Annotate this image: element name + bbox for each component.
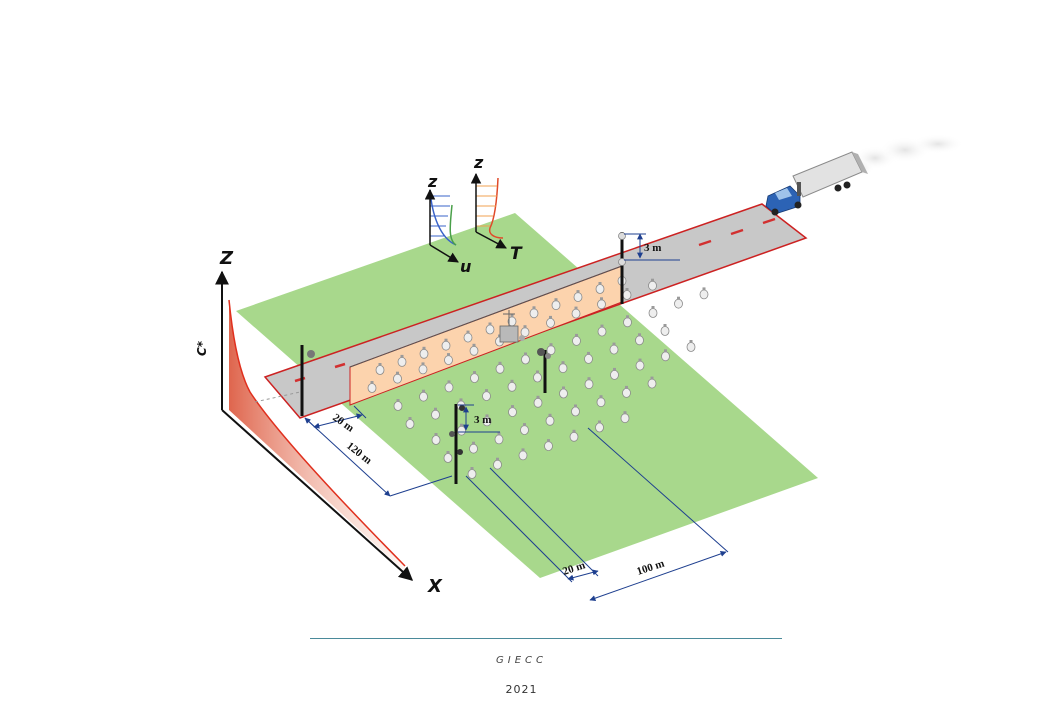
footer-divider (310, 638, 782, 639)
road-tower-height-label: 3 m (644, 242, 661, 254)
wind-u-label: u (460, 257, 471, 276)
wind-z-label: z (427, 172, 438, 191)
passive-sampler (649, 306, 657, 318)
passive-sampler (700, 287, 708, 299)
near-offset-label: 20 m (330, 412, 356, 435)
footer-organization: GIECC (0, 655, 1043, 666)
x-axis-label: X (427, 576, 443, 597)
passive-sampler (687, 340, 695, 352)
barrier-length-label: 120 m (344, 440, 374, 467)
z-axis-label: Z (219, 248, 234, 269)
temp-z-label: z (473, 153, 484, 172)
passive-sampler (675, 297, 683, 309)
temp-t-label: T (510, 244, 523, 264)
c-star-label: C* (195, 340, 209, 356)
field-tower-height-label: 3 m (474, 414, 491, 426)
truck (766, 152, 868, 216)
footer-year: 2021 (0, 683, 1043, 696)
passive-sampler (661, 324, 669, 336)
